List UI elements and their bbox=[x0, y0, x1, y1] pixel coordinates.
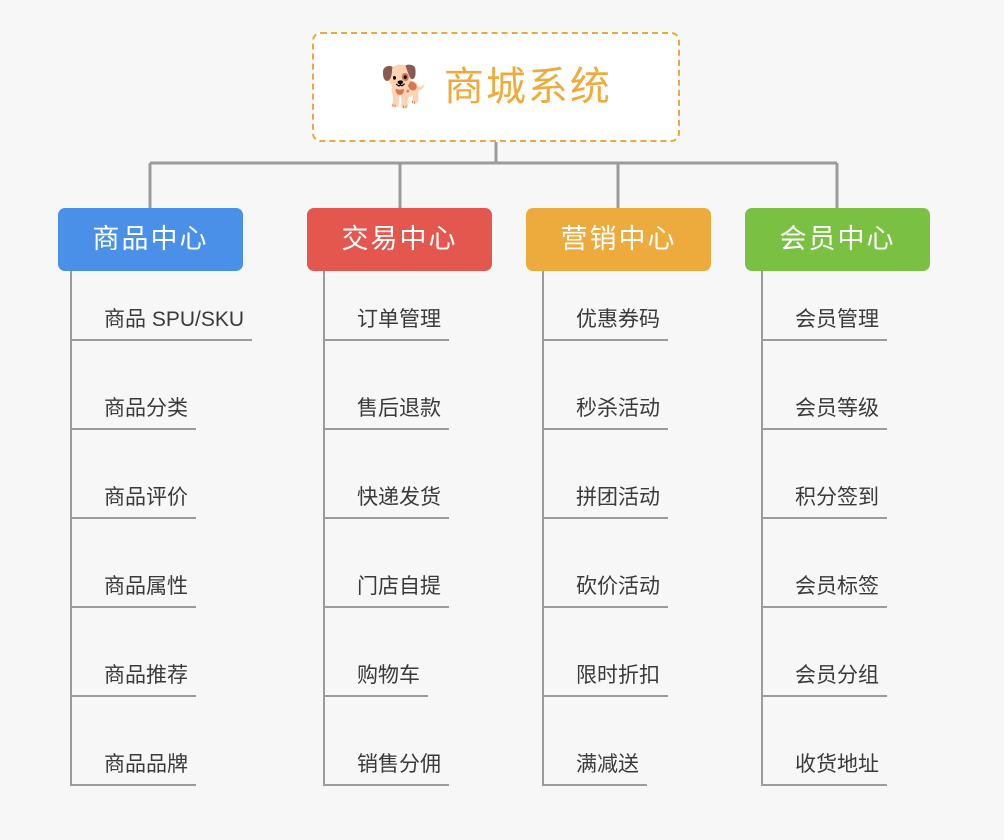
leaf-item-label: 商品属性 bbox=[104, 576, 196, 608]
category-label: 营销中心 bbox=[560, 224, 677, 254]
leaf-item[interactable]: 销售分佣 bbox=[323, 738, 449, 786]
leaf-underline-connector bbox=[70, 606, 104, 608]
leaf-item[interactable]: 商品 SPU/SKU bbox=[70, 293, 253, 341]
leaf-item[interactable]: 商品推荐 bbox=[70, 649, 196, 697]
column-spine bbox=[542, 271, 544, 786]
category-box-product-center[interactable]: 商品中心 bbox=[58, 208, 243, 271]
leaf-underline-connector bbox=[542, 428, 576, 430]
leaf-item-label: 会员等级 bbox=[795, 398, 887, 430]
leaf-underline-connector bbox=[70, 784, 104, 786]
leaf-item[interactable]: 商品品牌 bbox=[70, 738, 196, 786]
leaf-underline-connector bbox=[323, 784, 357, 786]
leaf-item-label: 会员管理 bbox=[795, 309, 887, 341]
leaf-item[interactable]: 会员等级 bbox=[761, 382, 887, 430]
leaf-item-label: 快递发货 bbox=[357, 487, 449, 519]
leaf-underline-connector bbox=[70, 339, 104, 341]
leaf-underline-connector bbox=[70, 428, 104, 430]
leaf-item[interactable]: 限时折扣 bbox=[542, 649, 668, 697]
leaf-item[interactable]: 购物车 bbox=[323, 649, 428, 697]
root-title: 商城系统 bbox=[443, 65, 612, 109]
leaf-item-label: 满减送 bbox=[576, 754, 647, 786]
leaf-item-label: 商品推荐 bbox=[104, 665, 196, 697]
leaf-item[interactable]: 售后退款 bbox=[323, 382, 449, 430]
leaf-item[interactable]: 门店自提 bbox=[323, 560, 449, 608]
leaf-item-label: 收货地址 bbox=[795, 754, 887, 786]
leaf-item-label: 售后退款 bbox=[357, 398, 449, 430]
leaf-underline-connector bbox=[70, 517, 104, 519]
leaf-underline-connector bbox=[542, 517, 576, 519]
leaf-item[interactable]: 优惠券码 bbox=[542, 293, 668, 341]
leaf-underline-connector bbox=[761, 606, 795, 608]
leaf-item-label: 商品分类 bbox=[104, 398, 196, 430]
leaf-item-label: 秒杀活动 bbox=[576, 398, 668, 430]
column-spine bbox=[70, 271, 72, 786]
leaf-item-label: 购物车 bbox=[357, 665, 428, 697]
leaf-item[interactable]: 商品属性 bbox=[70, 560, 196, 608]
leaf-underline-connector bbox=[761, 517, 795, 519]
leaf-item[interactable]: 满减送 bbox=[542, 738, 647, 786]
leaf-item[interactable]: 收货地址 bbox=[761, 738, 887, 786]
leaf-underline-connector bbox=[323, 339, 357, 341]
leaf-item-label: 会员标签 bbox=[795, 576, 887, 608]
leaf-item-label: 会员分组 bbox=[795, 665, 887, 697]
leaf-item[interactable]: 快递发货 bbox=[323, 471, 449, 519]
leaf-item-label: 商品评价 bbox=[104, 487, 196, 519]
category-label: 会员中心 bbox=[779, 224, 896, 254]
column-spine bbox=[323, 271, 325, 786]
leaf-item-label: 门店自提 bbox=[357, 576, 449, 608]
root-node[interactable]: 🐕 商城系统 bbox=[312, 32, 680, 142]
leaf-item[interactable]: 会员管理 bbox=[761, 293, 887, 341]
leaf-item[interactable]: 积分签到 bbox=[761, 471, 887, 519]
leaf-underline-connector bbox=[542, 339, 576, 341]
shiba-dog-face-icon: 🐕 bbox=[380, 65, 430, 109]
leaf-underline-connector bbox=[323, 606, 357, 608]
category-box-member-center[interactable]: 会员中心 bbox=[745, 208, 930, 271]
leaf-item-label: 积分签到 bbox=[795, 487, 887, 519]
leaf-item[interactable]: 会员标签 bbox=[761, 560, 887, 608]
leaf-item[interactable]: 商品评价 bbox=[70, 471, 196, 519]
leaf-item-label: 拼团活动 bbox=[576, 487, 668, 519]
leaf-item-label: 砍价活动 bbox=[576, 576, 668, 608]
leaf-underline-connector bbox=[70, 695, 104, 697]
leaf-underline-connector bbox=[761, 339, 795, 341]
leaf-item[interactable]: 拼团活动 bbox=[542, 471, 668, 519]
category-label: 商品中心 bbox=[92, 224, 209, 254]
leaf-underline-connector bbox=[542, 784, 576, 786]
leaf-item[interactable]: 砍价活动 bbox=[542, 560, 668, 608]
leaf-item-label: 订单管理 bbox=[357, 309, 449, 341]
leaf-underline-connector bbox=[542, 606, 576, 608]
leaf-underline-connector bbox=[542, 695, 576, 697]
leaf-item-label: 商品品牌 bbox=[104, 754, 196, 786]
leaf-item[interactable]: 订单管理 bbox=[323, 293, 449, 341]
leaf-underline-connector bbox=[761, 428, 795, 430]
leaf-item[interactable]: 商品分类 bbox=[70, 382, 196, 430]
leaf-underline-connector bbox=[323, 695, 357, 697]
category-box-trade-center[interactable]: 交易中心 bbox=[307, 208, 492, 271]
category-label: 交易中心 bbox=[341, 224, 458, 254]
leaf-underline-connector bbox=[761, 695, 795, 697]
leaf-item-label: 商品 SPU/SKU bbox=[104, 309, 253, 341]
leaf-underline-connector bbox=[323, 517, 357, 519]
leaf-underline-connector bbox=[761, 784, 795, 786]
leaf-item-label: 限时折扣 bbox=[576, 665, 668, 697]
leaf-item-label: 优惠券码 bbox=[576, 309, 668, 341]
leaf-item[interactable]: 会员分组 bbox=[761, 649, 887, 697]
leaf-item-label: 销售分佣 bbox=[357, 754, 449, 786]
column-spine bbox=[761, 271, 763, 786]
category-box-marketing-center[interactable]: 营销中心 bbox=[526, 208, 711, 271]
leaf-underline-connector bbox=[323, 428, 357, 430]
leaf-item[interactable]: 秒杀活动 bbox=[542, 382, 668, 430]
